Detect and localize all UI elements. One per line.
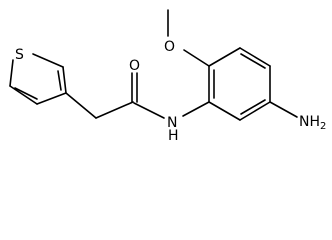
amine-nh-label: NH <box>299 114 320 130</box>
bond-c3-c4 <box>36 92 67 105</box>
thiophene-sulfur-label: S <box>15 47 24 63</box>
acetamide-linker <box>65 72 165 119</box>
bond-b6-b1 <box>208 101 241 121</box>
bond-ch2-carbonyl <box>95 101 134 119</box>
bond-b2-b3 <box>208 47 241 67</box>
bond-c4-c5 <box>62 66 67 94</box>
bond-c4-c5-double <box>57 70 62 91</box>
bond-b3-b4-double <box>240 53 266 69</box>
bond-c2-c3-double <box>14 87 38 100</box>
bond-carbonyl-n <box>133 102 165 119</box>
amide-hydrogen-label: H <box>168 128 179 142</box>
amide-nitrogen-label: N <box>167 115 177 131</box>
bond-ring-ch2 <box>65 92 97 119</box>
bond-b5-b6-double <box>240 99 266 115</box>
carbonyl-oxygen-label: O <box>129 58 140 74</box>
bond-b3-b4 <box>239 47 271 67</box>
bond-ring-amine <box>269 101 298 118</box>
bond-c2-c3 <box>9 85 38 105</box>
amine-group <box>269 101 298 118</box>
methoxy-group <box>167 9 210 67</box>
thiophene-ring <box>9 53 67 105</box>
bond-b5-b6 <box>239 101 271 121</box>
bond-n-ring <box>182 101 210 117</box>
chemical-structure-diagram: S O O N H NH2 <box>9 9 326 142</box>
amine-label: NH2 <box>299 114 326 132</box>
bond-c5-s <box>32 53 64 68</box>
benzene-ring <box>182 47 271 121</box>
amine-subscript-label: 2 <box>320 121 326 132</box>
methoxy-oxygen-label: O <box>164 39 175 55</box>
bond-s-c2 <box>9 59 14 87</box>
bond-ring-methoxy-o <box>183 49 210 67</box>
